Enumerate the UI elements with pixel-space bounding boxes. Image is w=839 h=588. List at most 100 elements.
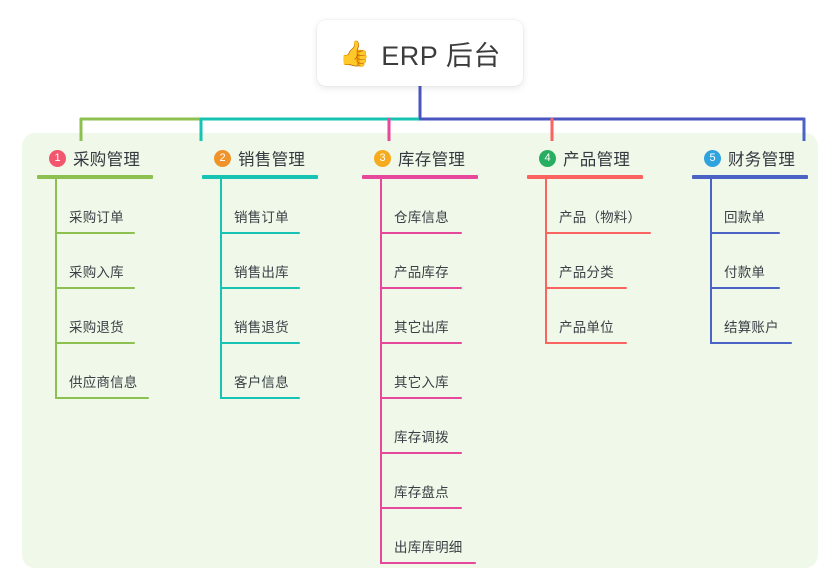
branch-leaf-label: 其它出库 — [394, 320, 449, 335]
branch-column-1: 1 采购管理 采购订单采购入库采购退货供应商信息 — [37, 146, 153, 399]
branch-leaf-item[interactable]: 付款单 — [710, 234, 808, 289]
branch-leaf-item[interactable]: 产品分类 — [545, 234, 651, 289]
branch-leaf-label: 仓库信息 — [394, 210, 449, 225]
root-node-label: ERP 后台 — [381, 40, 501, 71]
branch-leaf-label: 其它入库 — [394, 375, 449, 390]
branch-title: 库存管理 — [398, 151, 466, 169]
branch-leaf-label: 产品（物料） — [559, 210, 642, 225]
branch-leaf-item[interactable]: 库存调拨 — [380, 399, 478, 454]
branch-leaf-item[interactable]: 采购入库 — [55, 234, 153, 289]
branch-leaf-item[interactable]: 产品单位 — [545, 289, 651, 344]
branch-leaf-label: 付款单 — [724, 265, 766, 280]
branch-leaf-underline — [220, 342, 300, 344]
branch-leaf-underline — [380, 452, 462, 454]
branch-title: 财务管理 — [728, 151, 796, 169]
branch-header[interactable]: 1 采购管理 — [37, 146, 153, 170]
branch-badge: 2 — [214, 149, 231, 167]
branch-leaf-label: 客户信息 — [234, 375, 289, 390]
branch-underline — [362, 175, 478, 179]
branch-leaf-label: 销售退货 — [234, 320, 289, 335]
branch-leaf-label: 库存盘点 — [394, 485, 449, 500]
branch-leaf-label: 销售订单 — [234, 210, 289, 225]
branch-leaf-label: 供应商信息 — [69, 375, 138, 390]
branch-leaf-underline — [55, 232, 135, 234]
branch-leaf-underline — [380, 287, 462, 289]
branch-leaf-item[interactable]: 出库库明细 — [380, 509, 478, 564]
branch-leaf-label: 产品单位 — [559, 320, 614, 335]
branch-badge: 4 — [539, 149, 556, 167]
root-node-content: 👍 ERP 后台 — [339, 34, 501, 73]
branch-leaf-item[interactable]: 其它入库 — [380, 344, 478, 399]
branch-leaf-item[interactable]: 产品库存 — [380, 234, 478, 289]
branch-items: 回款单付款单结算账户 — [692, 179, 808, 344]
branch-leaf-label: 销售出库 — [234, 265, 289, 280]
branch-leaf-item[interactable]: 其它出库 — [380, 289, 478, 344]
branch-leaf-item[interactable]: 供应商信息 — [55, 344, 153, 399]
branch-title: 采购管理 — [73, 151, 141, 169]
branch-leaf-label: 采购退货 — [69, 320, 124, 335]
branch-leaf-underline — [710, 232, 780, 234]
branch-items: 产品（物料） 产品分类产品单位 — [527, 179, 651, 344]
branch-leaf-underline — [710, 342, 792, 344]
branch-leaf-underline — [380, 562, 476, 564]
branch-column-2: 2 销售管理 销售订单销售出库销售退货客户信息 — [202, 146, 318, 399]
branch-leaf-item[interactable]: 采购订单 — [55, 179, 153, 234]
branch-trunk — [545, 179, 547, 344]
branch-leaf-underline — [55, 287, 135, 289]
branch-leaf-item[interactable]: 销售出库 — [220, 234, 318, 289]
branch-leaf-label: 库存调拨 — [394, 430, 449, 445]
branch-underline — [37, 175, 153, 179]
branch-column-5: 5 财务管理 回款单付款单结算账户 — [692, 146, 808, 344]
branch-badge: 3 — [374, 149, 391, 167]
branch-items: 仓库信息产品库存其它出库其它入库库存调拨库存盘点出库库明细 — [362, 179, 478, 564]
branch-leaf-underline — [220, 287, 300, 289]
branch-leaf-underline — [545, 342, 627, 344]
root-node[interactable]: 👍 ERP 后台 — [317, 20, 523, 86]
branch-trunk — [380, 179, 382, 564]
branch-leaf-underline — [710, 287, 780, 289]
branch-leaf-underline — [380, 232, 462, 234]
branch-leaf-label: 产品分类 — [559, 265, 614, 280]
branch-leaf-label: 采购订单 — [69, 210, 124, 225]
branch-leaf-item[interactable]: 仓库信息 — [380, 179, 478, 234]
branch-leaf-item[interactable]: 客户信息 — [220, 344, 318, 399]
branch-trunk — [55, 179, 57, 399]
branch-leaf-item[interactable]: 销售退货 — [220, 289, 318, 344]
branch-leaf-label: 产品库存 — [394, 265, 449, 280]
branch-leaf-label: 结算账户 — [724, 320, 779, 335]
thumbs-up-icon: 👍 — [339, 39, 371, 68]
branch-header[interactable]: 4 产品管理 — [527, 146, 651, 170]
branch-leaf-underline — [55, 342, 135, 344]
branch-leaf-label: 回款单 — [724, 210, 766, 225]
branch-badge: 1 — [49, 149, 66, 167]
branch-leaf-item[interactable]: 回款单 — [710, 179, 808, 234]
branch-header[interactable]: 3 库存管理 — [362, 146, 478, 170]
branch-leaf-underline — [380, 342, 462, 344]
branch-title: 销售管理 — [238, 151, 306, 169]
branch-underline — [527, 175, 643, 179]
branch-leaf-underline — [545, 232, 651, 234]
branch-column-4: 4 产品管理 产品（物料） 产品分类产品单位 — [527, 146, 651, 344]
branch-leaf-label: 出库库明细 — [394, 540, 463, 555]
branch-leaf-item[interactable]: 结算账户 — [710, 289, 808, 344]
branch-leaf-item[interactable]: 库存盘点 — [380, 454, 478, 509]
branch-leaf-underline — [380, 397, 462, 399]
branch-leaf-underline — [55, 397, 149, 399]
branch-header[interactable]: 2 销售管理 — [202, 146, 318, 170]
branch-trunk — [710, 179, 712, 344]
branch-trunk — [220, 179, 222, 399]
branch-leaf-item[interactable]: 采购退货 — [55, 289, 153, 344]
branch-items: 采购订单采购入库采购退货供应商信息 — [37, 179, 153, 399]
branch-leaf-underline — [380, 507, 462, 509]
branch-header[interactable]: 5 财务管理 — [692, 146, 808, 170]
branch-leaf-item[interactable]: 销售订单 — [220, 179, 318, 234]
branch-badge: 5 — [704, 149, 721, 167]
branch-leaf-underline — [545, 287, 627, 289]
branch-leaf-item[interactable]: 产品（物料） — [545, 179, 651, 234]
branch-column-3: 3 库存管理 仓库信息产品库存其它出库其它入库库存调拨库存盘点出库库明细 — [362, 146, 478, 564]
diagram-panel — [22, 133, 818, 568]
branch-leaf-underline — [220, 232, 300, 234]
branch-items: 销售订单销售出库销售退货客户信息 — [202, 179, 318, 399]
branch-underline — [692, 175, 808, 179]
branch-leaf-underline — [220, 397, 300, 399]
